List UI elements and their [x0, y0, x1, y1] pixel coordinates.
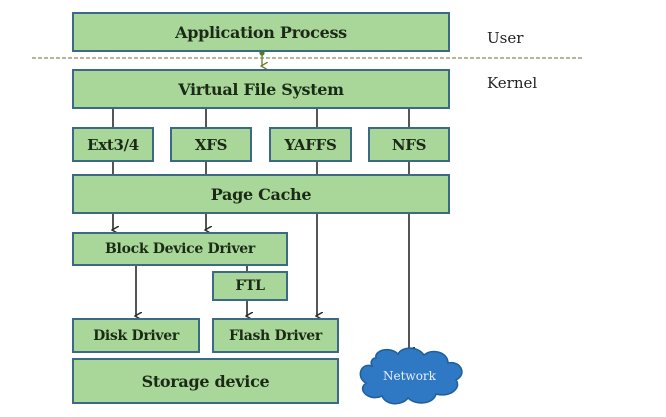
- vfs-label: Virtual File System: [178, 79, 344, 99]
- disk-driver-box: Disk Driver: [72, 318, 200, 353]
- kernel-space-label: Kernel: [487, 74, 538, 92]
- page-cache-box: Page Cache: [72, 174, 450, 214]
- yaffs-box: YAFFS: [269, 127, 352, 162]
- user-space-label: User: [487, 29, 524, 47]
- ext34-box: Ext3/4: [72, 127, 154, 162]
- ftl-label: FTL: [235, 278, 265, 294]
- vfs-box: Virtual File System: [72, 69, 450, 109]
- application-process-box: Application Process: [72, 12, 450, 52]
- disk-driver-label: Disk Driver: [93, 327, 179, 344]
- network-cloud: [359, 347, 463, 405]
- flash-driver-label: Flash Driver: [229, 327, 322, 344]
- yaffs-label: YAFFS: [284, 135, 337, 154]
- ext34-label: Ext3/4: [87, 135, 139, 154]
- flash-driver-box: Flash Driver: [212, 318, 339, 353]
- storage-device-label: Storage device: [141, 371, 270, 391]
- xfs-label: XFS: [194, 135, 228, 154]
- storage-device-box: Storage device: [72, 358, 339, 404]
- xfs-box: XFS: [170, 127, 252, 162]
- block-device-driver-box: Block Device Driver: [72, 232, 288, 266]
- application-process-label: Application Process: [175, 22, 347, 42]
- nfs-label: NFS: [391, 135, 427, 154]
- page-cache-label: Page Cache: [210, 184, 312, 204]
- nfs-box: NFS: [368, 127, 450, 162]
- ftl-box: FTL: [212, 271, 288, 301]
- block-device-driver-label: Block Device Driver: [105, 241, 255, 257]
- network-label: Network: [383, 369, 436, 383]
